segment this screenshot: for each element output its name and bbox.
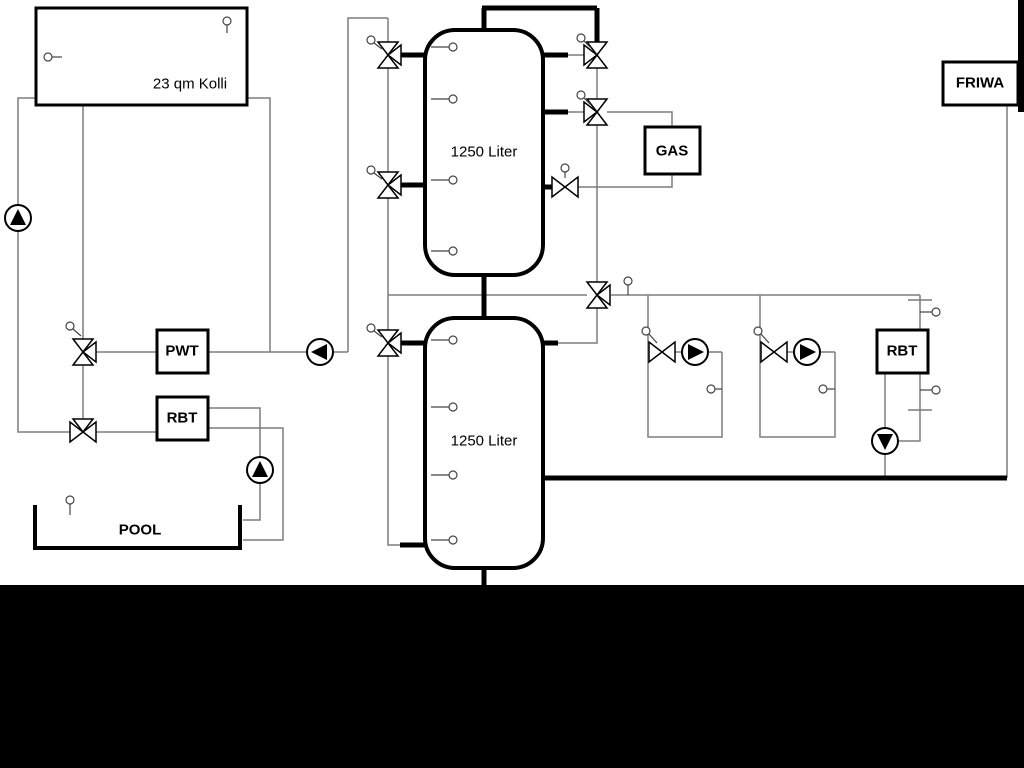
pipe-collector-left-loop [17,97,70,433]
gas-boiler-box: GAS [643,125,702,176]
pwt-box: PWT [155,328,210,375]
friwa-outline [941,60,1020,107]
pool-label: POOL [119,522,162,539]
tank-top-outline [423,28,545,277]
mixing-valve-icon [753,326,788,364]
temperature-sensor-icon [222,16,232,33]
friwa-label: FRIWA [956,75,1004,92]
pool-outline [33,505,242,550]
temperature-sensor-icon [65,495,75,515]
shutoff-valve-icon [551,163,579,199]
pipe-gas-bottom [578,175,673,188]
rbt-left-box: RBT [155,395,210,442]
three-way-valve-icon [576,90,609,126]
solar-collector-box: 23 qm Kolli [34,6,249,107]
three-way-valve-icon [366,35,402,69]
friwa-box: FRIWA [941,60,1020,107]
piping-thin [17,17,1008,546]
rbt-right-outline [875,328,930,375]
pipe-riser-left [347,17,388,352]
pipe-to-lower-tank [558,308,598,344]
gas-outline [643,125,702,176]
temperature-sensor-icon [920,385,941,395]
black-mask-right-edge [1018,0,1024,112]
rbt-right-box: RBT [875,328,930,375]
tank-bottom-outline [423,316,545,570]
mixing-valve-icon [641,326,676,364]
pipe-rbt-to-poolpump [208,407,261,457]
collector-outline [34,6,249,107]
gas-label: GAS [656,143,689,160]
pipe-pool-return [208,427,284,541]
rbt-left-outline [155,395,210,442]
pipe-circuit1-loop [647,295,723,438]
pwt-outline [155,328,210,375]
pump-icon-up [4,204,32,232]
pump-icon-down [871,427,899,455]
black-mask-bottom [0,585,1024,768]
rbt-left-label: RBT [167,410,198,427]
temperature-sensor-icon [65,321,82,337]
pump-icon-left [306,338,334,366]
pool-basin: POOL [33,505,242,550]
pipe-to-gas-top [607,111,673,127]
temperature-sensor-icon [920,307,941,317]
temperature-sensor-icon [623,276,633,295]
three-way-valve-icon [366,323,402,357]
rbt-right-label: RBT [887,343,918,360]
collector-label: 23 qm Kolli [153,76,227,93]
pipe-circuit2-loop [759,295,836,438]
temperature-sensor-icon [706,384,722,394]
pump-icon-up [246,456,274,484]
three-way-valve-icon [576,33,609,69]
tank-top-label: 1250 Liter [451,144,518,161]
buffer-tank-bottom: 1250 Liter [423,316,545,570]
buffer-tank-top: 1250 Liter [423,28,545,277]
three-way-valve-icon [69,418,97,444]
pipe-valve-column-bottom [387,356,402,546]
pipe-poolpump-to-pool [243,483,261,521]
temperature-sensor-icon [43,52,62,62]
three-way-valve-icon [366,165,402,199]
pump-icon-right [681,338,709,366]
tank-sensor-row [431,42,458,545]
tank-bottom-label: 1250 Liter [451,433,518,450]
pump-icon-right [793,338,821,366]
pwt-label: PWT [165,343,198,360]
temperature-sensor-icon [818,384,835,394]
three-way-valve-icon [585,281,611,309]
pipe-collector-return [247,97,271,352]
three-way-valve-icon [71,338,97,366]
